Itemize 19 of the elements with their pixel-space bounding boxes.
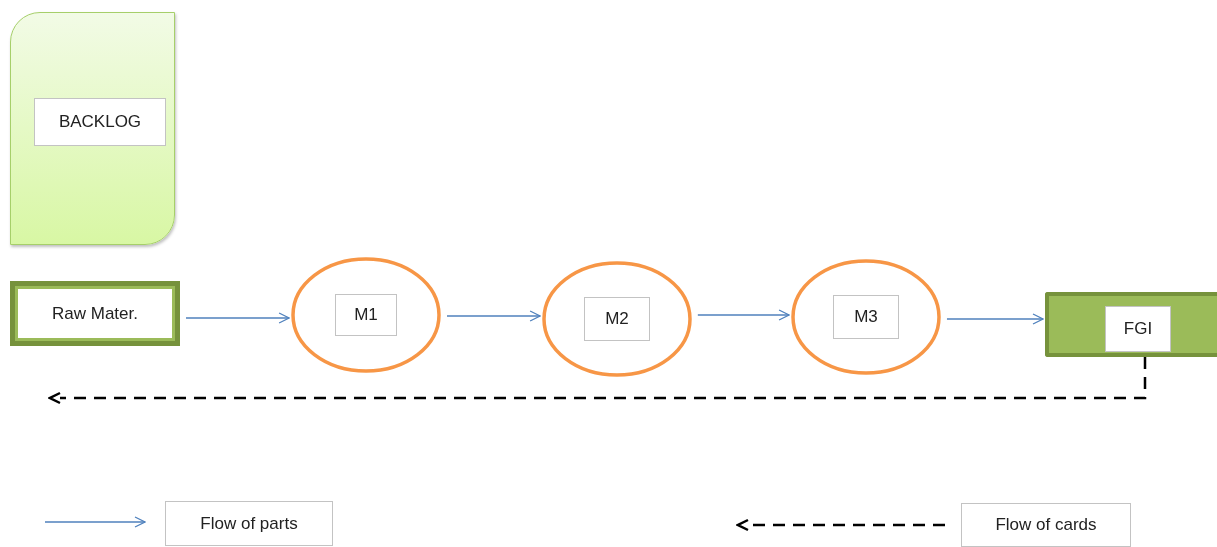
- legend-label: Flow of parts: [165, 501, 333, 546]
- arrow: [185, 312, 290, 324]
- node-label: M2: [584, 297, 650, 341]
- machine-ellipse: [291, 257, 441, 373]
- machine-ellipse: [791, 259, 941, 375]
- backlog-card: [10, 12, 175, 245]
- arrow: [446, 310, 541, 322]
- arrow: [697, 309, 790, 321]
- machine-ellipse: [542, 261, 692, 377]
- arrow: [946, 313, 1044, 325]
- inventory-bar: [1045, 292, 1217, 357]
- node-label: BACKLOG: [34, 98, 166, 146]
- node-label: M1: [335, 294, 397, 336]
- dashed-arrow: [48, 357, 1147, 405]
- node-label: FGI: [1105, 306, 1171, 352]
- storage-box: [10, 281, 180, 346]
- node-label: Raw Mater.: [52, 303, 138, 324]
- legend-label: Flow of cards: [961, 503, 1131, 547]
- node-label: M3: [833, 295, 899, 339]
